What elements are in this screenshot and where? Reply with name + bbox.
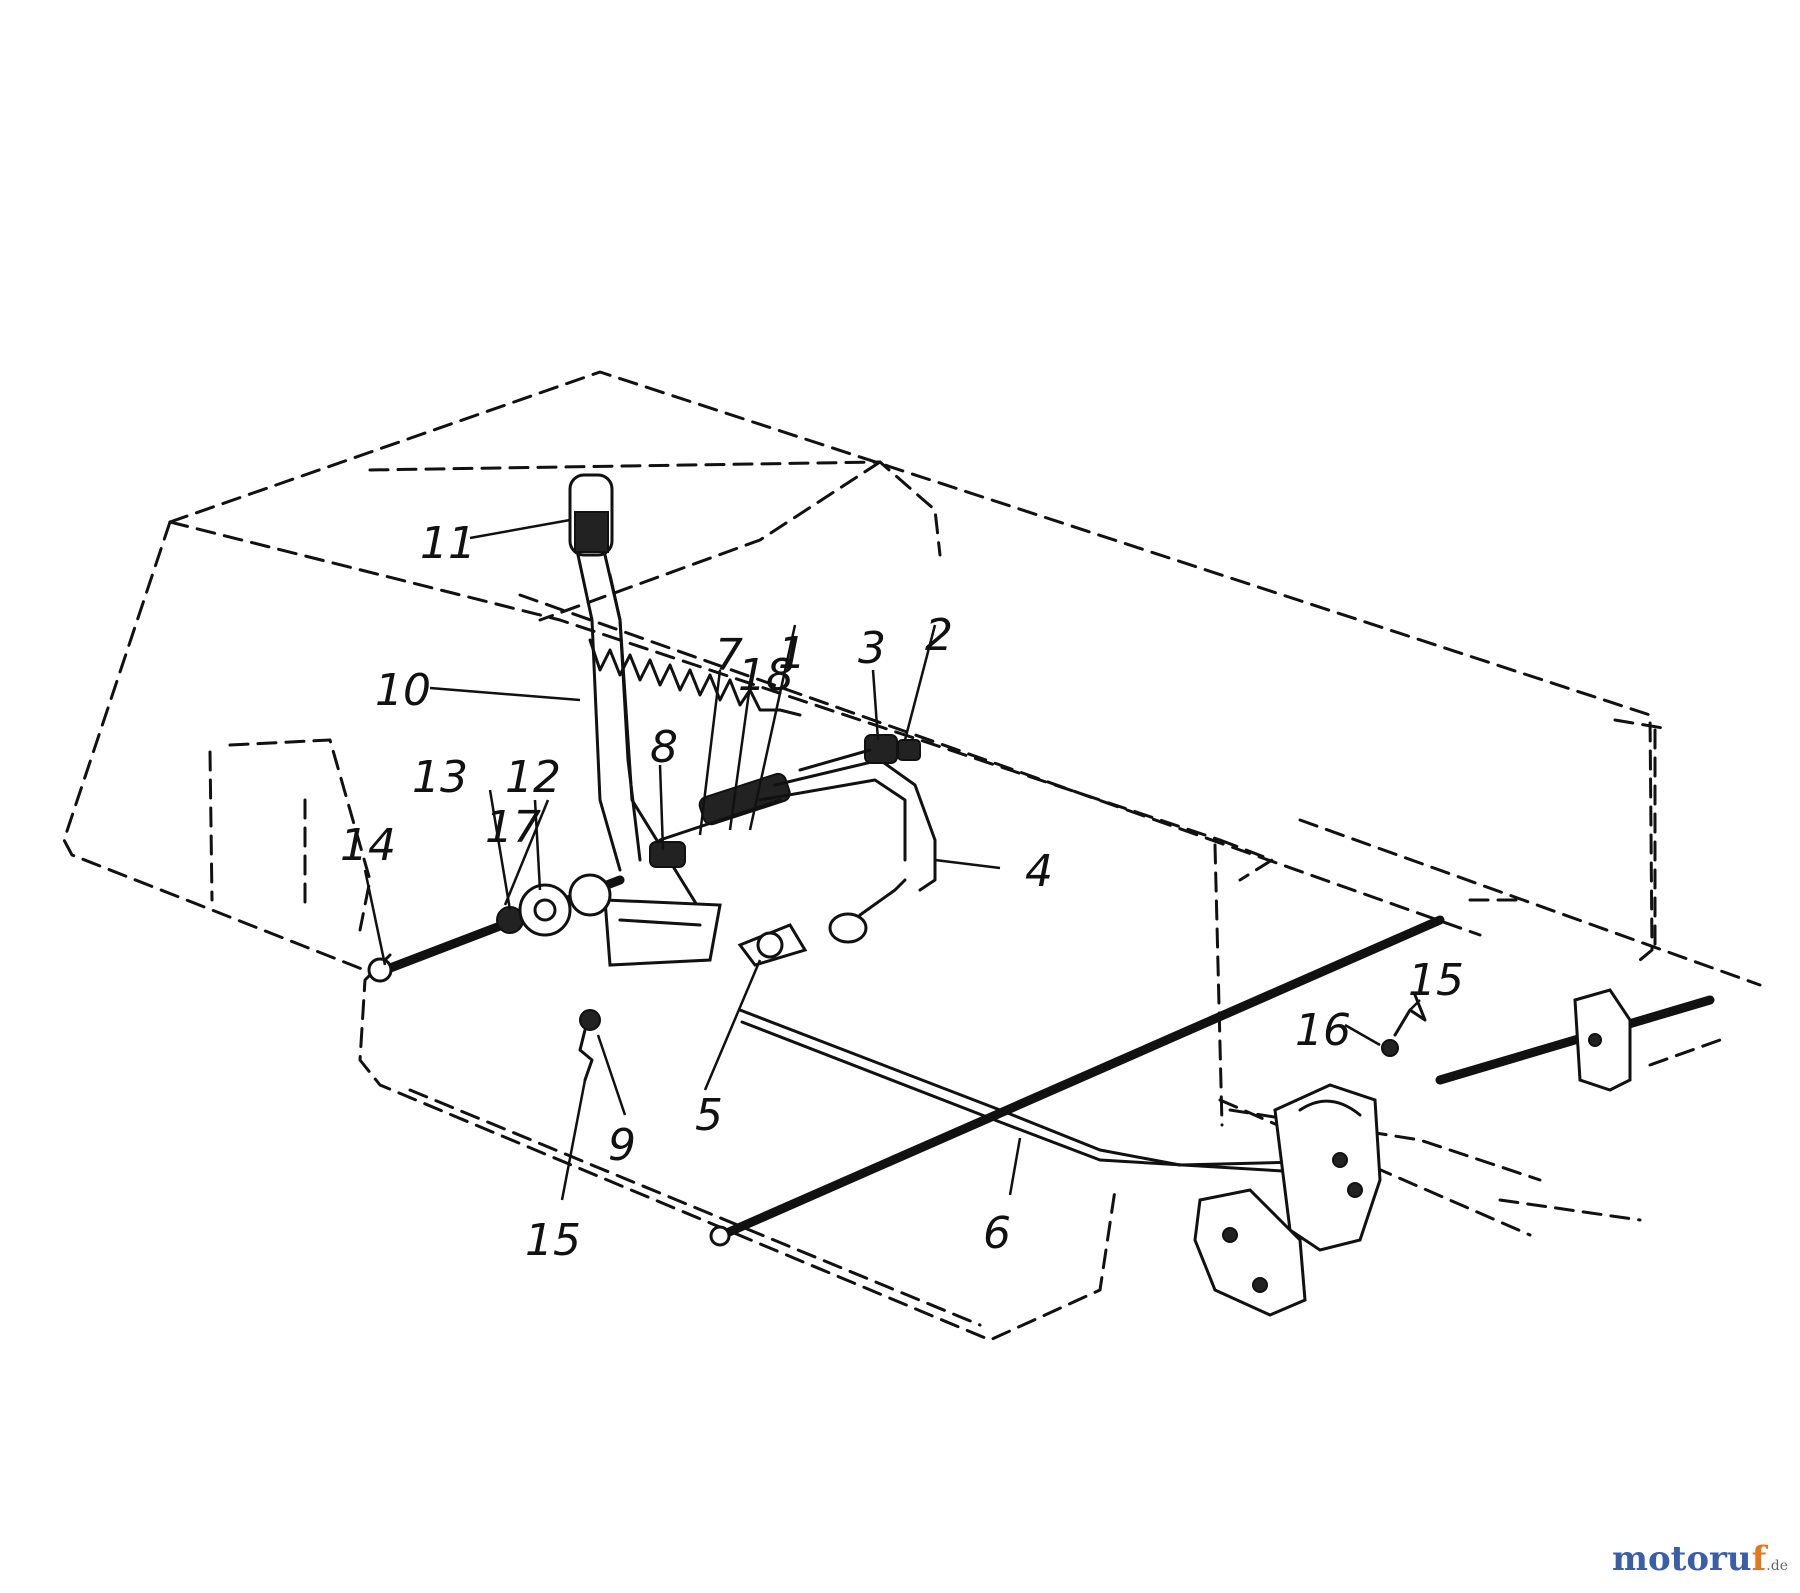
callout-12: 12 (505, 752, 561, 803)
spring-clip (578, 1009, 601, 1082)
callout-17: 17 (485, 802, 541, 853)
callout-9: 9 (608, 1120, 636, 1171)
body-outline (62, 370, 1762, 1342)
callout-11: 11 (420, 518, 476, 569)
callout-16: 16 (1295, 1005, 1351, 1056)
callout-5: 5 (695, 1090, 723, 1141)
callout-8: 8 (650, 722, 678, 773)
long-rods (709, 915, 1715, 1247)
leader-lines (363, 518, 1421, 1201)
pivot-pin (367, 841, 686, 983)
notched-guide (588, 573, 802, 862)
callout-3: 3 (858, 623, 886, 674)
callout-14: 14 (340, 820, 396, 871)
callout-18: 18 (738, 650, 794, 701)
callout-2: 2 (925, 610, 953, 661)
bracket (737, 923, 808, 967)
callout-13: 13 (412, 752, 468, 803)
callout-numbers: 1 2 3 4 5 6 7 8 9 10 11 12 13 14 15 15 1… (340, 518, 1464, 1266)
callout-10: 10 (375, 665, 431, 716)
motoruf-watermark-logo: motoruf.de (1611, 1539, 1788, 1579)
callout-7: 7 (715, 630, 743, 681)
callout-1: 1 (778, 628, 806, 679)
rear-plates (1193, 988, 1632, 1317)
callout-15a: 15 (525, 1215, 581, 1266)
callout-4: 4 (1025, 846, 1053, 897)
callout-15b: 15 (1408, 955, 1464, 1006)
shift-lever (568, 473, 722, 967)
callout-6: 6 (983, 1208, 1011, 1259)
